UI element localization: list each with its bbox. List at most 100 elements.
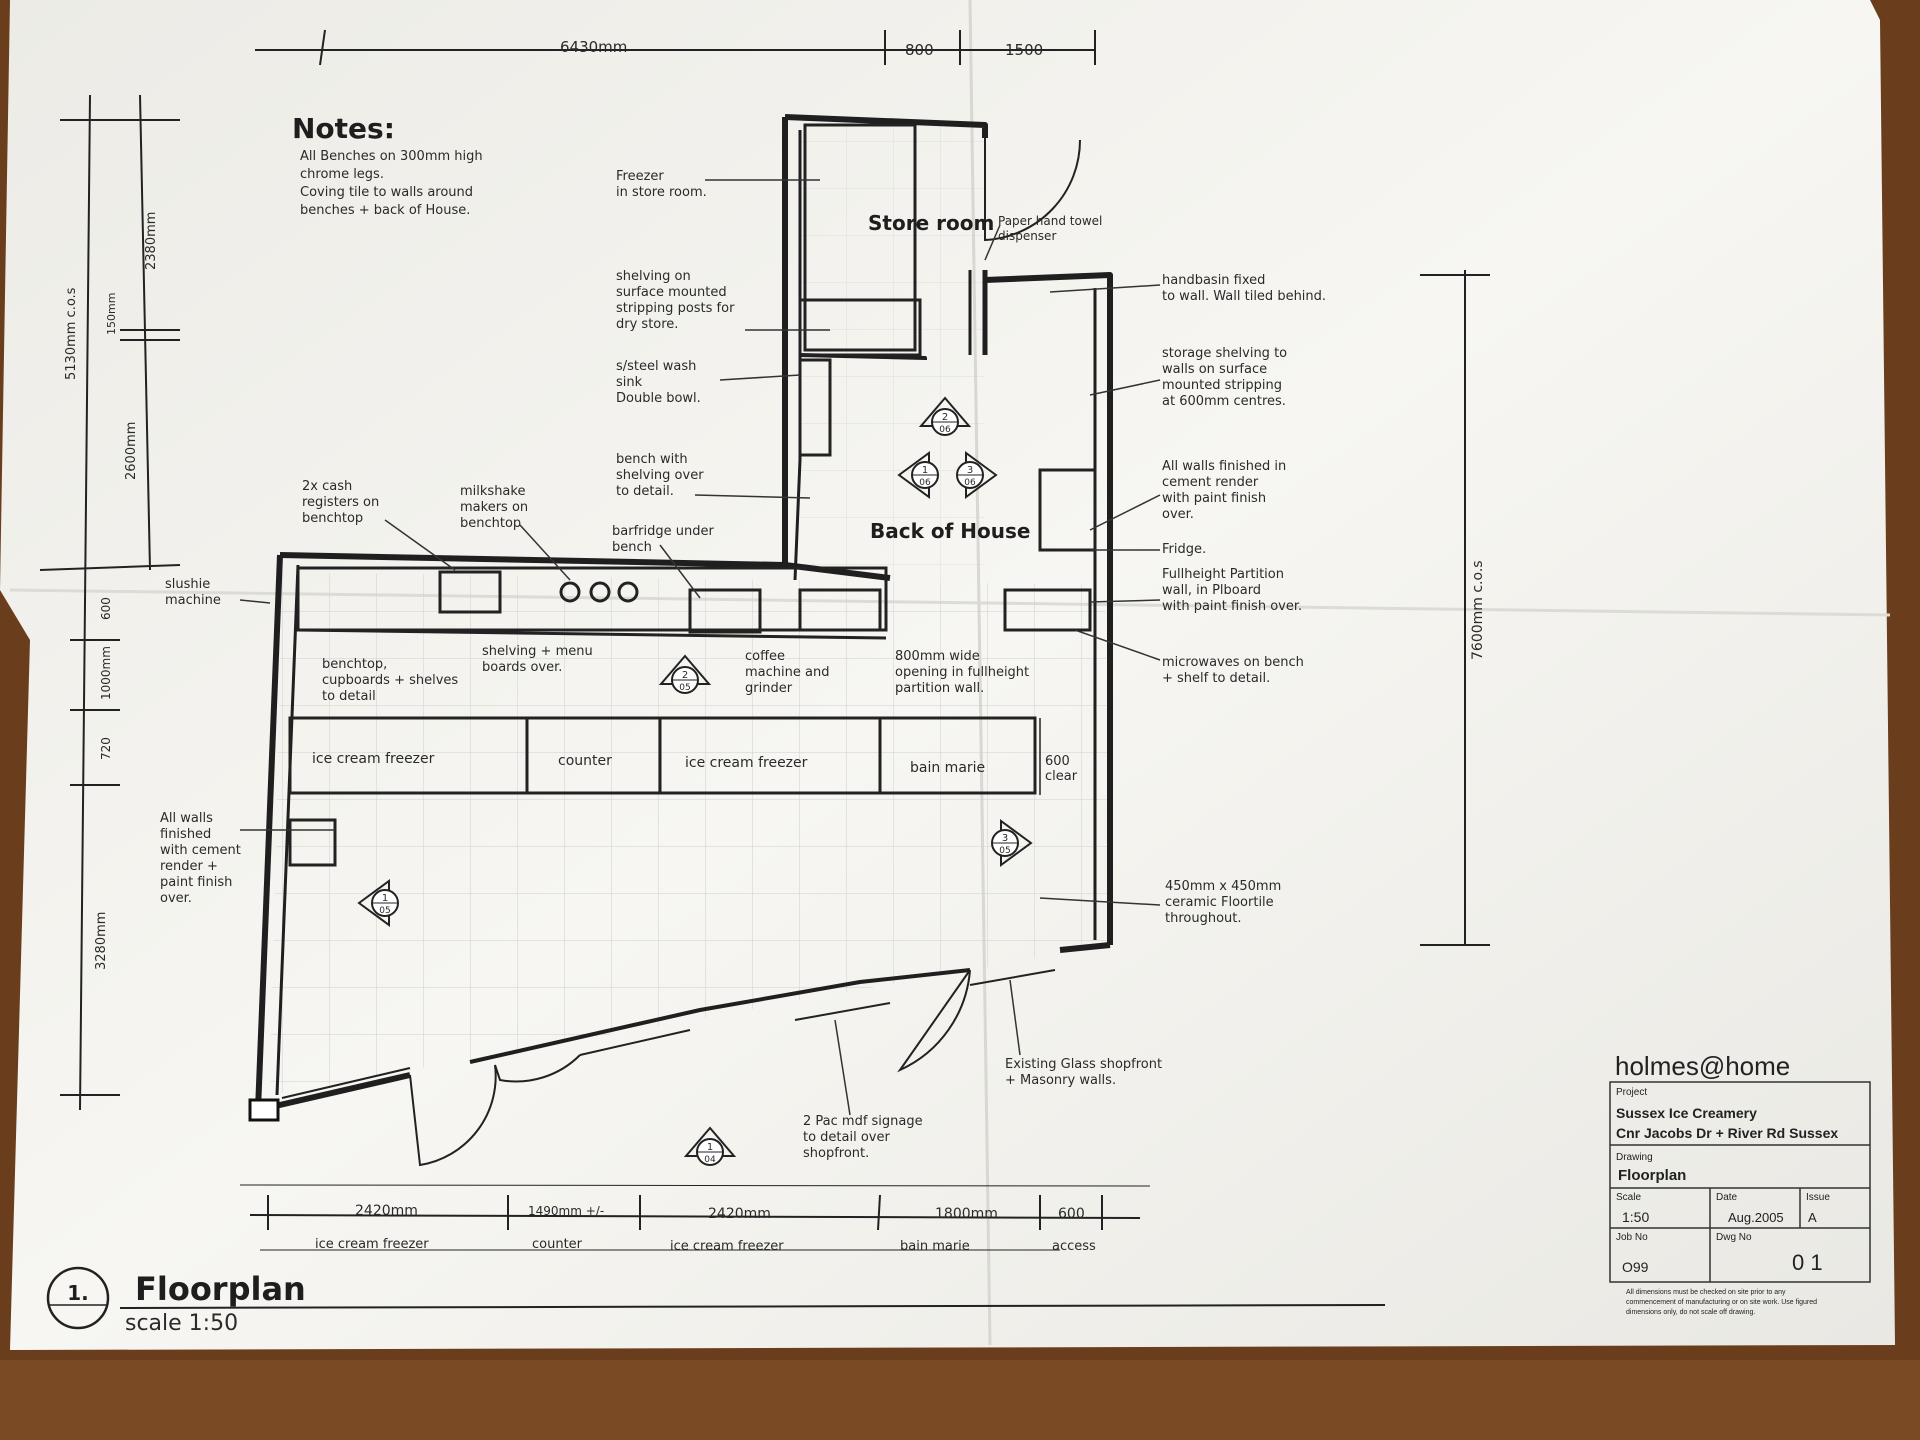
label-shelving: surface mounted (616, 285, 727, 300)
table-edge (0, 1360, 1920, 1440)
label-walls-render: with paint finish (1162, 491, 1266, 506)
room-back-of-house: Back of House (870, 519, 1030, 543)
counter-item: ice cream freezer (685, 755, 808, 771)
label-milkshake: benchtop (460, 516, 521, 531)
section-marker: 2 05 (658, 654, 712, 694)
firm-name: holmes@home (1615, 1051, 1790, 1081)
section-number: 1 (922, 465, 928, 476)
project-line: Sussex Ice Creamery (1616, 1105, 1757, 1121)
shopfront-glass (248, 969, 1056, 1122)
section-marker: 3 05 (991, 819, 1033, 867)
section-number: 1 (382, 893, 388, 904)
section-number: 2 (942, 412, 948, 423)
label-storage: walls on surface (1162, 362, 1267, 377)
label-shopfront: Existing Glass shopfront (1005, 1057, 1162, 1072)
bottom-dim-label: bain marie (900, 1239, 970, 1254)
label-menu: boards over. (482, 660, 562, 675)
scale-value: 1:50 (1622, 1209, 1649, 1225)
title-block: holmes@home Project Sussex Ice Creamery … (1609, 1051, 1871, 1316)
note-line: Coving tile to walls around (300, 185, 473, 200)
label-benchtop: to detail (322, 689, 376, 704)
section-sheet: 06 (964, 478, 976, 488)
label-signage: shopfront. (803, 1146, 869, 1161)
counter-item: counter (558, 753, 612, 769)
bottom-dimensions: 2420mm ice cream freezer 1490mm +/- coun… (315, 1203, 1096, 1254)
floor-tile-grid (270, 572, 1110, 1095)
note-line: benches + back of House. (300, 203, 470, 218)
label-milkshake: makers on (460, 500, 528, 515)
label-walls-render: cement render (1162, 475, 1259, 490)
left-dimension: 3280mm (94, 912, 109, 970)
issue-value: A (1808, 1210, 1817, 1225)
section-number: 3 (1002, 833, 1008, 844)
counter-item: bain marie (910, 760, 985, 776)
label-storage: storage shelving to (1162, 346, 1287, 361)
left-dimension: 720 (99, 737, 113, 760)
label-microwaves: + shelf to detail. (1162, 671, 1270, 686)
label-bench: bench with (616, 452, 688, 467)
label-clear: 600 (1045, 754, 1070, 769)
section-sheet: 04 (704, 1155, 716, 1165)
job-value: O99 (1622, 1259, 1649, 1275)
label-towel: Paper hand towel (998, 214, 1102, 228)
label-walls-left: over. (160, 891, 192, 906)
label-slushie: machine (165, 593, 221, 608)
note-line: chrome legs. (300, 167, 384, 182)
drawing-name: Floorplan (1618, 1167, 1686, 1184)
title-circle (46, 1266, 110, 1330)
section-number: 3 (967, 465, 973, 476)
section-marker: 1 05 (357, 879, 399, 927)
left-dimension: 2380mm (144, 212, 159, 270)
drawing-label: Drawing (1616, 1152, 1653, 1163)
label-coffee: grinder (745, 681, 793, 696)
room-store: Store room (868, 211, 994, 235)
label-signage: to detail over (803, 1130, 890, 1145)
label-freezer: Freezer (616, 169, 664, 184)
label-shelving: stripping posts for (616, 301, 735, 316)
label-storage: mounted stripping (1162, 378, 1282, 393)
front-counter (288, 716, 1041, 867)
left-dimension: 2600mm (124, 422, 139, 480)
label-menu: shelving + menu (482, 644, 593, 659)
bottom-dim-value: 1490mm +/- (528, 1204, 604, 1218)
annotations: Freezer in store room. shelving on surfa… (160, 169, 1326, 1161)
note-line: All Benches on 300mm high (300, 149, 483, 164)
label-barfridge: barfridge under (612, 524, 714, 539)
bottom-dim-value: 2420mm (708, 1206, 771, 1222)
label-floortile: throughout. (1165, 911, 1242, 926)
left-dimension: 150mm (105, 293, 118, 335)
section-marker: 3 06 (956, 451, 998, 499)
label-fridge: Fridge. (1162, 542, 1206, 557)
label-walls-left: finished (160, 827, 211, 842)
label-walls-left: with cement (160, 843, 241, 858)
drawing-title: 1. Floorplan scale 1:50 (46, 1266, 1386, 1336)
label-cash: benchtop (302, 511, 363, 526)
top-dimension: 6430mm (560, 38, 627, 56)
title-scale: scale 1:50 (125, 1311, 238, 1336)
label-opening: opening in fullheight (895, 665, 1029, 680)
label-bench: shelving over (616, 468, 704, 483)
label-shelving: dry store. (616, 317, 678, 332)
scale-label: Scale (1616, 1192, 1641, 1203)
section-sheet: 06 (939, 425, 951, 435)
label-signage: 2 Pac mdf signage (803, 1114, 923, 1129)
label-benchtop: cupboards + shelves (322, 673, 458, 688)
section-sheet: 05 (999, 846, 1010, 856)
disclaimer-line: All dimensions must be checked on site p… (1626, 1289, 1786, 1296)
label-partition: with paint finish over. (1162, 599, 1302, 614)
leader-lines (239, 179, 1161, 1116)
section-markers: 2 06 1 06 3 06 2 05 3 (357, 396, 1033, 1166)
label-towel: dispenser (998, 229, 1056, 243)
label-floortile: 450mm x 450mm (1165, 879, 1281, 894)
date-label: Date (1716, 1192, 1738, 1203)
disclaimer-line: dimensions only, do not scale off drawin… (1626, 1309, 1755, 1316)
section-sheet: 05 (379, 906, 390, 916)
dimension-lines (39, 29, 1490, 1251)
section-number: 2 (682, 670, 688, 681)
label-walls-left: All walls (160, 811, 213, 826)
label-barfridge: bench (612, 540, 652, 555)
disclaimer-line: commencement of manufacturing or on site… (1626, 1299, 1817, 1306)
label-handbasin: handbasin fixed (1162, 273, 1265, 288)
bottom-dim-label: counter (532, 1237, 583, 1252)
issue-label: Issue (1806, 1192, 1830, 1203)
